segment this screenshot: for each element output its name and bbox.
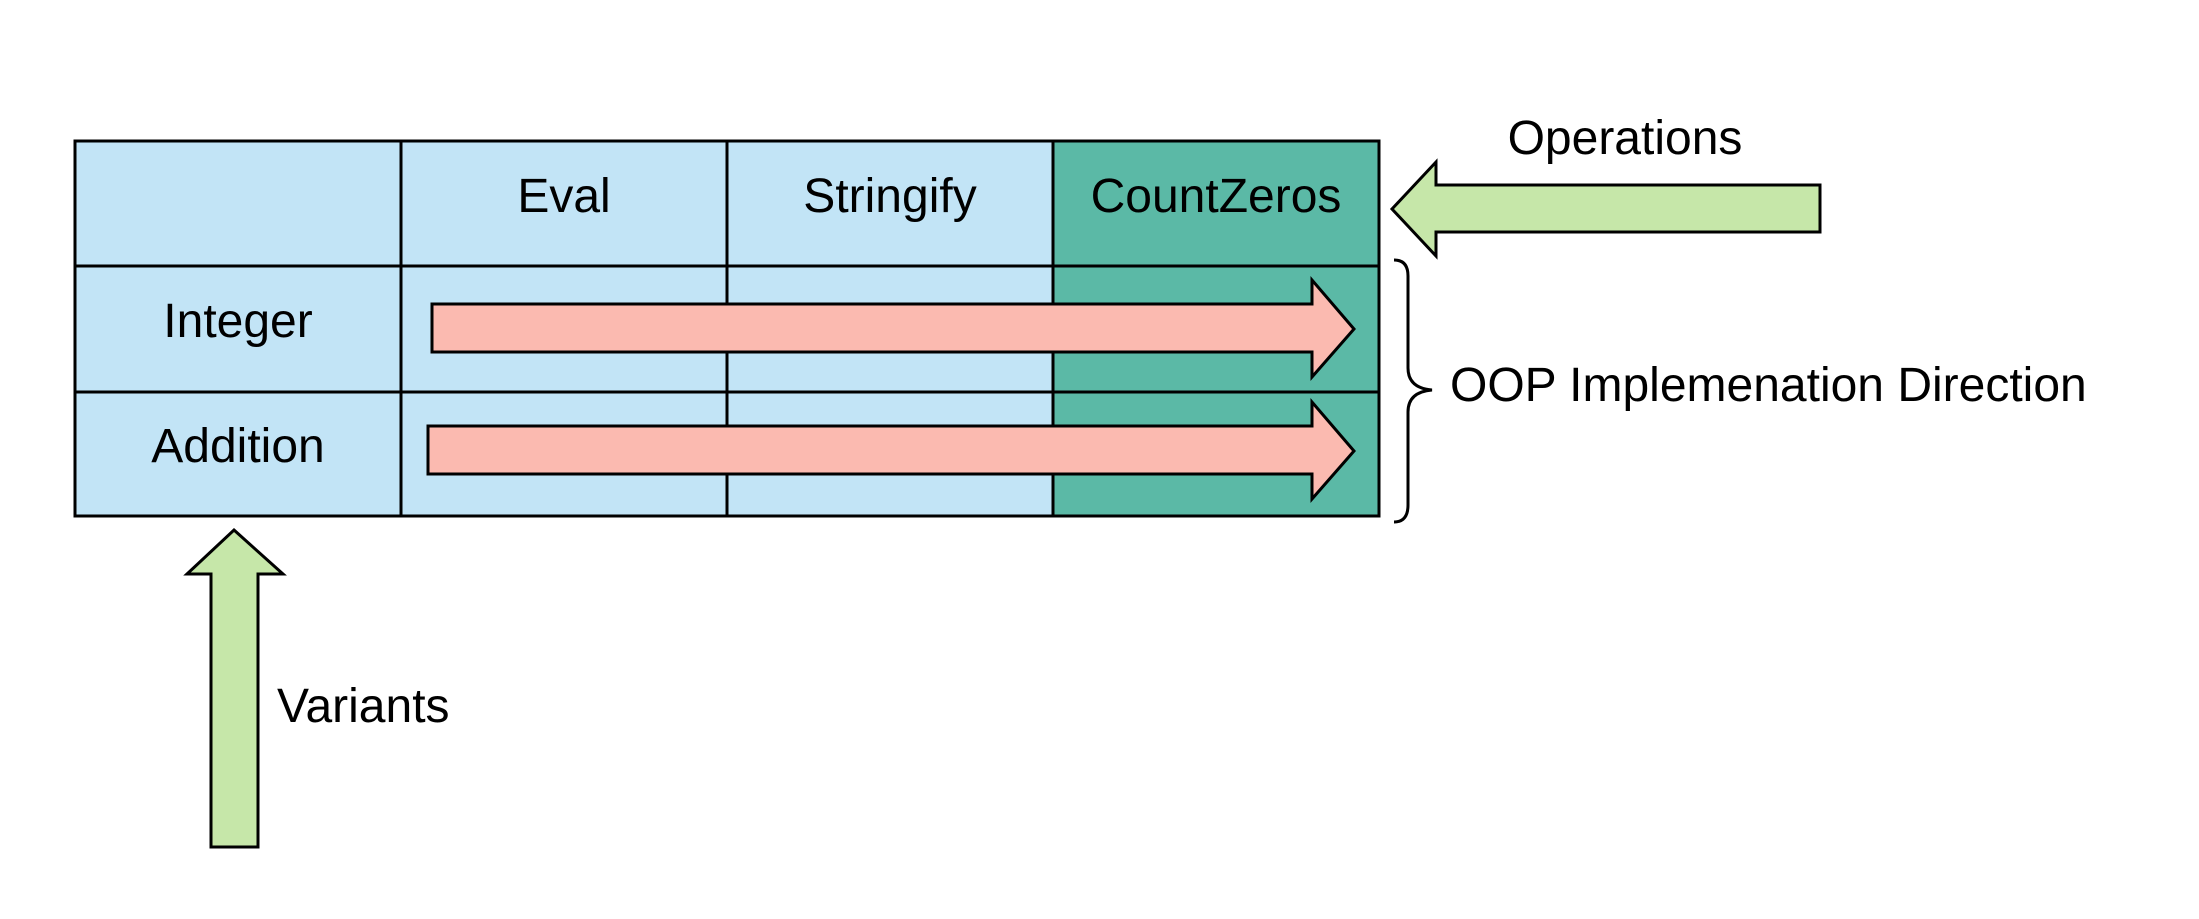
right-curly-brace-icon <box>1393 258 1433 524</box>
right-arrow-icon <box>430 275 1356 381</box>
right-arrow-icon <box>426 397 1356 503</box>
up-arrow-icon <box>183 527 287 849</box>
cell-row-integer <box>75 266 401 392</box>
operations-label: Operations <box>1508 112 1743 165</box>
row-label-integer: Integer <box>163 295 312 348</box>
cell-header-stringify <box>727 141 1053 266</box>
oop-direction-label: OOP Implemenation Direction <box>1450 359 2087 412</box>
cell-corner <box>75 141 401 266</box>
column-header-stringify: Stringify <box>803 170 976 223</box>
cell-header-eval <box>401 141 727 266</box>
cell-header-countzeros <box>1053 141 1379 266</box>
column-header-eval: Eval <box>517 170 610 223</box>
cell-row-addition <box>75 392 401 516</box>
variants-label: Variants <box>277 680 450 733</box>
column-header-countzeros: CountZeros <box>1091 170 1342 223</box>
left-arrow-icon <box>1389 158 1822 260</box>
row-label-addition: Addition <box>151 420 324 473</box>
